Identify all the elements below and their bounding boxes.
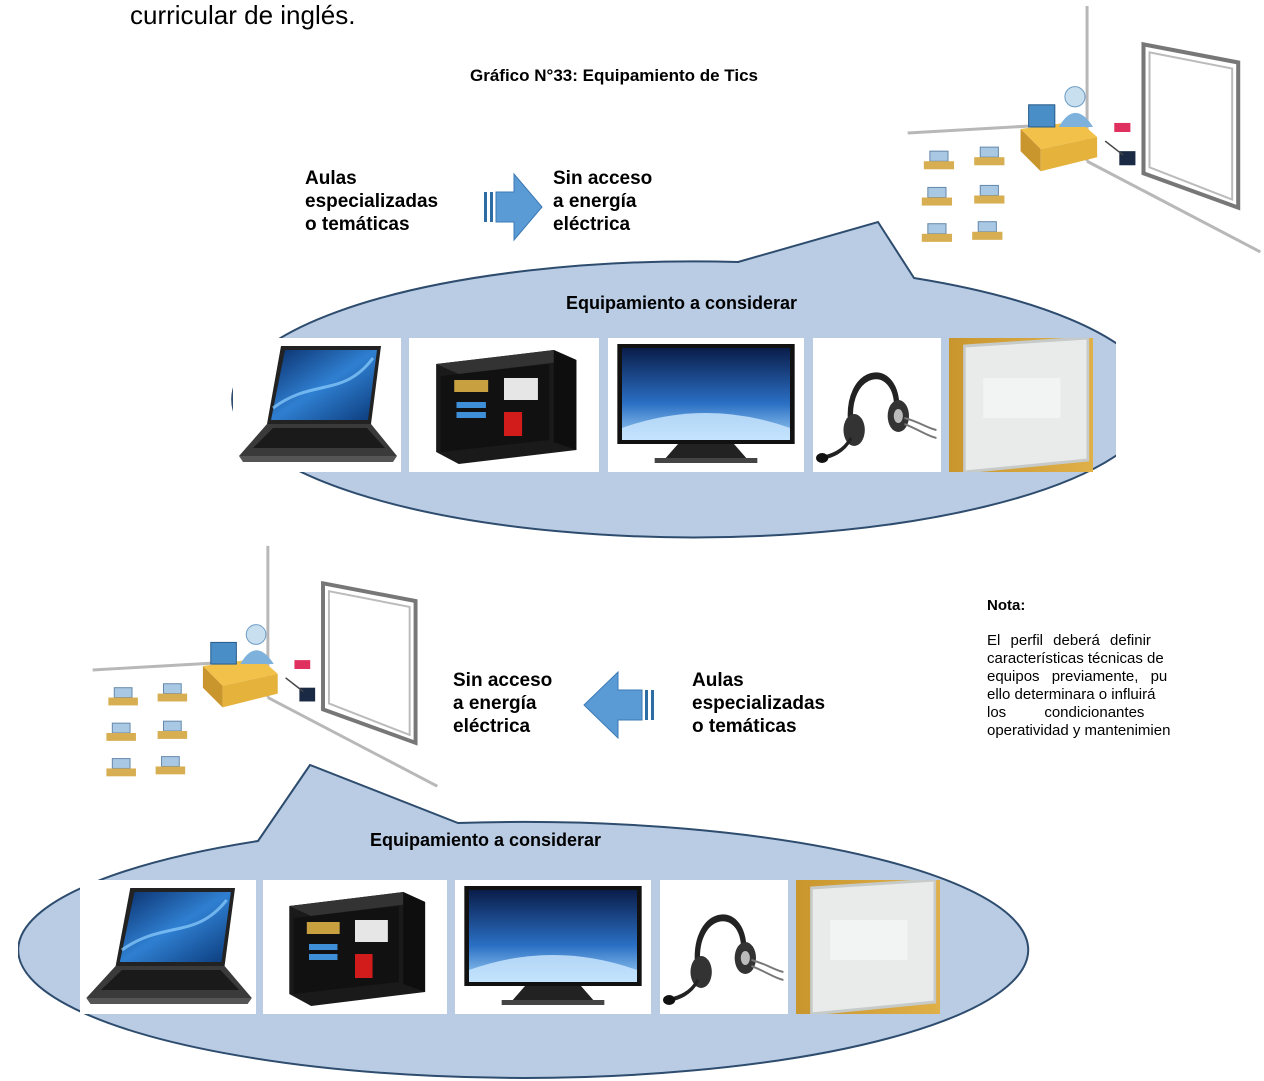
top-target-label: Sin acceso a energía eléctrica	[553, 168, 653, 235]
note-line: los condicionantes	[987, 704, 1145, 721]
whiteboard-image	[949, 338, 1093, 472]
top-source-label: Aulas especializadas o temáticas	[305, 168, 439, 235]
figure-caption: Gráfico N°33: Equipamiento de Tics	[470, 66, 758, 85]
top-bubble-title: Equipamiento a considerar	[566, 293, 798, 313]
voltage-stabilizer-image	[263, 880, 447, 1014]
laptop-image	[233, 338, 401, 472]
note-line: ello determinara o influirá	[987, 686, 1156, 703]
bottom-target-label: Sin acceso a energía eléctrica	[453, 670, 553, 737]
bottom-bubble-title: Equipamiento a considerar	[370, 830, 602, 850]
laptop-image	[80, 880, 256, 1014]
voltage-stabilizer-image	[409, 338, 599, 472]
note-line: operatividad y mantenimien	[987, 722, 1171, 739]
bottom-source-label: Aulas especializadas o temáticas	[692, 670, 826, 737]
flat-tv-image	[608, 338, 804, 472]
left-arrow-icon	[583, 670, 654, 740]
right-arrow-icon	[484, 172, 543, 242]
note-line: El perfil deberá definir	[987, 632, 1151, 649]
intro-text: curricular de inglés.	[130, 0, 356, 30]
note-line: características técnicas de	[987, 650, 1164, 667]
whiteboard-image	[796, 880, 940, 1014]
note-body: El perfil deberá definir características…	[987, 632, 1264, 740]
note-title: Nota:	[987, 597, 1026, 614]
headset-image	[813, 338, 941, 472]
flat-tv-image	[455, 880, 651, 1014]
note-line: equipos previamente, pu	[987, 668, 1168, 685]
headset-image	[660, 880, 788, 1014]
